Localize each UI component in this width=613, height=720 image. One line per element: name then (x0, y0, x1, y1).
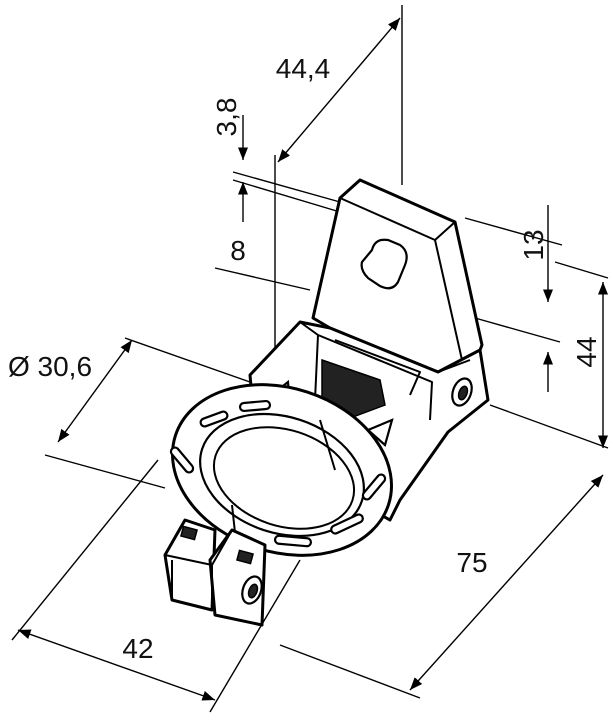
dimension-13: 13 (518, 229, 549, 260)
dimension-44-4: 44,4 (276, 53, 331, 84)
dimension-42: 42 (122, 633, 153, 664)
dimension-8: 8 (230, 235, 246, 266)
dimension-diameter-30-6: Ø 30,6 (8, 351, 92, 382)
bracket-part (163, 178, 490, 627)
dimension-44: 44 (571, 336, 602, 367)
dimension-75: 75 (456, 547, 487, 578)
dimension-3-8: 3,8 (211, 98, 242, 137)
